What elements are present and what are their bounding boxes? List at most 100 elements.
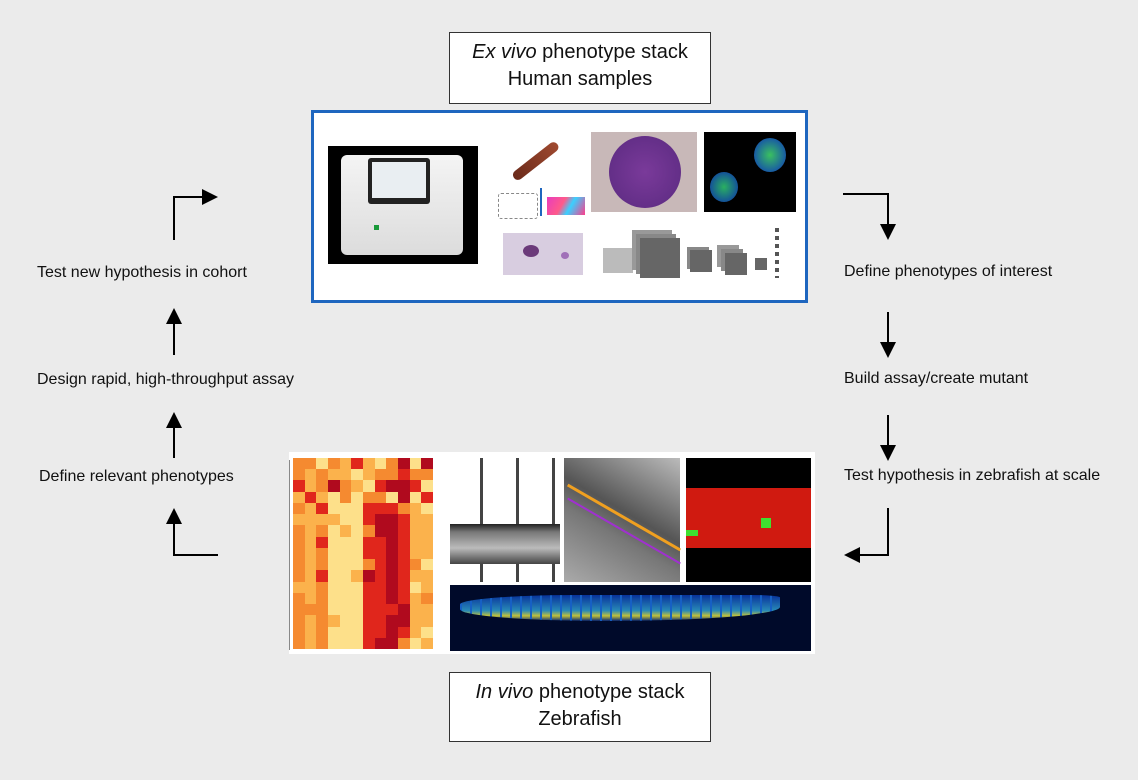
heatmap-cell [328,491,340,503]
heatmap-cell [374,547,387,560]
heatmap-cell [304,480,317,492]
slide-image [503,233,583,275]
heatmap-cell [386,502,398,515]
heatmap-cell [293,559,305,571]
heatmap-cell [293,581,305,593]
fluorescence-image [704,132,796,212]
corner-arrow-icon [173,189,218,240]
heatmap-cell [421,570,433,582]
label-subtitle: Zebrafish [538,708,622,730]
heatmap-cell [398,491,410,503]
heatmap-cell [339,469,352,481]
heatmap-cell [398,525,410,537]
heatmap-cell [386,525,398,537]
in-vivo-image-panel [289,452,815,654]
heatmap-cell [339,458,352,470]
heatmap-cell [409,469,422,481]
heatmap-cell [328,581,340,593]
heatmap-cell [351,559,363,571]
heatmap-cell [363,626,375,638]
heatmap-cell [386,581,398,593]
down-arrow-icon [540,188,542,216]
heatmap-cell [421,604,433,616]
heatmap-cell [409,592,422,605]
heat-image [547,197,585,215]
heatmap-cell [351,637,363,649]
heatmap-cell [386,559,398,571]
heatmap-cell [386,604,398,616]
heatmap-cell [363,581,375,593]
label-subtitle: Human samples [507,68,653,90]
heatmap-cell [304,559,317,571]
heatmap-cell [421,480,433,492]
heatmap-cell [374,615,387,627]
cnn-diagram [600,228,800,288]
heatmap-cell [339,615,352,627]
heatmap-cell [351,604,363,616]
heatmap-cell [398,514,410,526]
heatmap-cell [316,615,328,627]
heatmap-cell [293,626,305,638]
heatmap-cell [316,491,328,503]
heatmap-cell [421,514,433,526]
heatmap-cell [409,458,422,470]
heatmap-cell [328,570,340,582]
heatmap-cell [328,525,340,537]
heatmap-cell [339,502,352,515]
heatmap-cell [409,480,422,492]
heatmap-cell [374,581,387,593]
heatmap-cell [386,570,398,582]
heatmap-cell [339,514,352,526]
heatmap-cell [339,581,352,593]
heatmap-cell [304,547,317,560]
heatmap-cell [316,514,328,526]
heatmap-cell [316,536,328,548]
heatmap-cell [339,604,352,616]
heatmap-cell [421,547,433,560]
heatmap-cell [386,626,398,638]
heatmap-cell [409,559,422,571]
corner-arrow-icon [166,508,218,556]
heatmap-cell [398,458,410,470]
label-text: phenotype stack [533,681,685,703]
heatmap-cell [409,525,422,537]
heatmap-cell [421,491,433,503]
heatmap-cell [293,604,305,616]
blood-cell-image [591,132,697,212]
heatmap-cell [316,570,328,582]
heatmap-cell [374,502,387,515]
heatmap-cell [328,480,340,492]
heatmap-cell [363,559,375,571]
heatmap-cell [351,458,363,470]
heatmap-cell [351,626,363,638]
heatmap-cell [409,502,422,515]
label-italic: Ex vivo [472,41,537,63]
heatmap-cell [328,469,340,481]
heatmap-cell [363,604,375,616]
heatmap-cell [398,615,410,627]
heatmap-cell [363,458,375,470]
heatmap-cell [421,525,433,537]
heatmap-cell [351,491,363,503]
heatmap-cell [304,581,317,593]
heatmap-cell [351,514,363,526]
heatmap-cell [316,502,328,515]
molecule-diagram [498,193,538,219]
heatmap-cell [363,525,375,537]
heatmap-cell [421,615,433,627]
heatmap-cell [421,458,433,470]
heatmap-cell [328,637,340,649]
heatmap-cell [304,514,317,526]
heatmap-cell [293,491,305,503]
heatmap-cell [293,570,305,582]
heatmap-cell [363,615,375,627]
heatmap-cell [293,536,305,548]
heatmap-cell [304,491,317,503]
heatmap-cell [339,480,352,492]
in-vivo-label: In vivo phenotype stack Zebrafish [449,672,711,742]
heatmap-cell [386,615,398,627]
label-text: phenotype stack [536,41,688,63]
heatmap-cell [374,491,387,503]
heatmap-cell [293,469,305,481]
